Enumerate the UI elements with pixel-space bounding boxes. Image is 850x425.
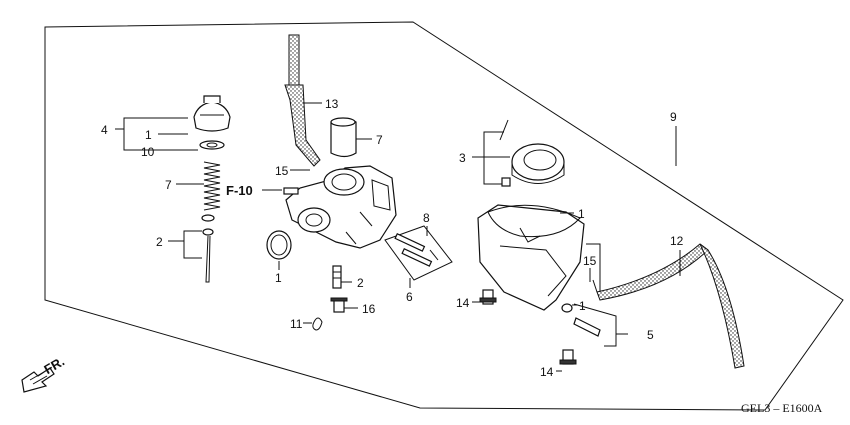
callout-7a: 7 [165, 178, 172, 192]
leader-2a [168, 230, 202, 259]
callout-1b: 1 [275, 271, 282, 285]
callout-3: 3 [459, 151, 466, 165]
callout-8: 8 [423, 211, 430, 225]
float-bowl-bolt-a [479, 289, 497, 305]
assembly-boundary [44, 21, 844, 411]
callout-15a: 15 [275, 164, 289, 178]
slide-valve [330, 117, 357, 158]
front-arrow-icon [21, 367, 55, 393]
overflow-tube [596, 243, 745, 369]
ref-label: F-10 [226, 183, 253, 198]
jet-needle [201, 214, 215, 283]
insulator-ring [499, 119, 565, 187]
callout-7b: 7 [376, 133, 383, 147]
callout-2b: 2 [357, 276, 364, 290]
callout-4: 4 [101, 123, 108, 137]
clip [312, 317, 323, 331]
carburetor-body [283, 165, 397, 249]
pilot-screw-set [384, 225, 453, 281]
leader-4 [115, 117, 188, 151]
callout-6: 6 [406, 290, 413, 304]
callout-1d: 1 [579, 299, 586, 313]
callout-16: 16 [362, 302, 376, 316]
leader-5 [573, 243, 628, 347]
callout-12: 12 [670, 234, 684, 248]
throttle-cap [193, 95, 231, 132]
cap-washer [199, 140, 225, 150]
callout-9: 9 [670, 110, 677, 124]
float-bowl-bolt-b [559, 349, 577, 365]
callout-10: 10 [141, 145, 155, 159]
throttle-spring [203, 161, 221, 211]
diagram-code: GEL3 – E1600A [741, 401, 823, 415]
fuel-tube [284, 34, 321, 167]
callout-14b: 14 [540, 365, 554, 379]
callout-1a: 1 [145, 128, 152, 142]
callout-11: 11 [290, 317, 303, 331]
drain-screw [330, 297, 348, 313]
callout-15b: 15 [583, 254, 597, 268]
main-jet [332, 265, 342, 289]
float-chamber [477, 204, 585, 311]
leader-3 [472, 131, 510, 185]
callout-5: 5 [647, 328, 654, 342]
callout-1c: 1 [578, 207, 585, 221]
float-valve-clip [592, 279, 598, 293]
callout-14a: 14 [456, 296, 470, 310]
callout-2a: 2 [156, 235, 163, 249]
callout-13: 13 [325, 97, 339, 111]
drain-valve [561, 303, 601, 337]
body-o-ring [266, 230, 292, 260]
